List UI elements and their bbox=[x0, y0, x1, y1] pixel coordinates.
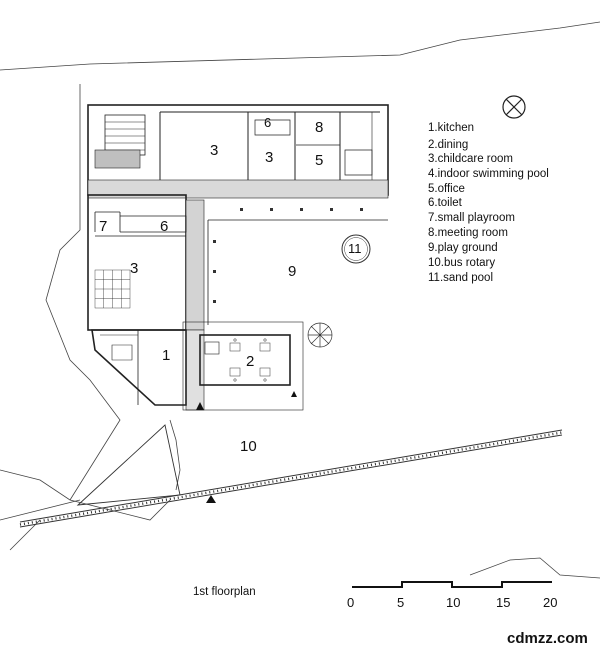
scale-tick-label: 20 bbox=[543, 595, 557, 610]
room-label-5: 5 bbox=[315, 152, 323, 169]
scale-tick-label: 15 bbox=[496, 595, 510, 610]
watermark-text: cdmzz.com bbox=[507, 630, 588, 647]
bus-rotary-outline bbox=[76, 424, 181, 506]
room-label-7: 7 bbox=[99, 218, 107, 235]
room-label-10: 10 bbox=[240, 438, 257, 455]
entrance-markers bbox=[196, 391, 297, 503]
legend-item: 1.kitchen bbox=[428, 122, 474, 134]
legend-item: 10.bus rotary bbox=[428, 257, 495, 269]
sand-pool bbox=[341, 234, 371, 264]
legend-item: 7.small playroom bbox=[428, 212, 515, 224]
room-label-8: 8 bbox=[315, 119, 323, 136]
legend-item: 4.indoor swimming pool bbox=[428, 168, 549, 180]
legend-item: 3.childcare room bbox=[428, 153, 513, 165]
room-label-3-north-west: 3 bbox=[210, 142, 218, 159]
room-label-3-north-east: 3 bbox=[265, 149, 273, 166]
room-label-6-west: 6 bbox=[160, 218, 168, 235]
dining-tables bbox=[229, 338, 271, 382]
room-label-3-west: 3 bbox=[130, 260, 138, 277]
room-label-11: 11 bbox=[348, 241, 362, 256]
legend-item: 6.toilet bbox=[428, 197, 463, 209]
scale-tick-label: 5 bbox=[397, 595, 404, 610]
scale-tick-label: 0 bbox=[347, 595, 354, 610]
site-context bbox=[0, 21, 600, 579]
building bbox=[87, 104, 389, 411]
scale-tick-label: 10 bbox=[446, 595, 460, 610]
legend-item: 8.meeting room bbox=[428, 227, 508, 239]
room-label-2: 2 bbox=[246, 353, 254, 370]
legend-item: 2.dining bbox=[428, 139, 468, 151]
north-arrow-icon bbox=[502, 95, 526, 119]
room-label-1: 1 bbox=[162, 347, 170, 364]
room-label-9: 9 bbox=[288, 263, 296, 280]
road-rail-line bbox=[19, 429, 563, 528]
room-labels: 3 3 6 8 5 7 6 3 9 11 1 2 10 bbox=[99, 115, 362, 455]
legend-item: 9.play ground bbox=[428, 242, 498, 254]
legend: 1.kitchen 2.dining 3.childcare room 4.in… bbox=[428, 122, 549, 284]
tree-symbol bbox=[307, 322, 333, 348]
scale-bar: 0 5 10 15 20 bbox=[347, 581, 557, 610]
deck-posts bbox=[213, 208, 363, 303]
floorplan-caption: 1st floorplan bbox=[193, 586, 256, 598]
legend-item: 11.sand pool bbox=[428, 272, 493, 284]
legend-item: 5.office bbox=[428, 183, 465, 195]
room-label-6-north: 6 bbox=[264, 115, 271, 130]
